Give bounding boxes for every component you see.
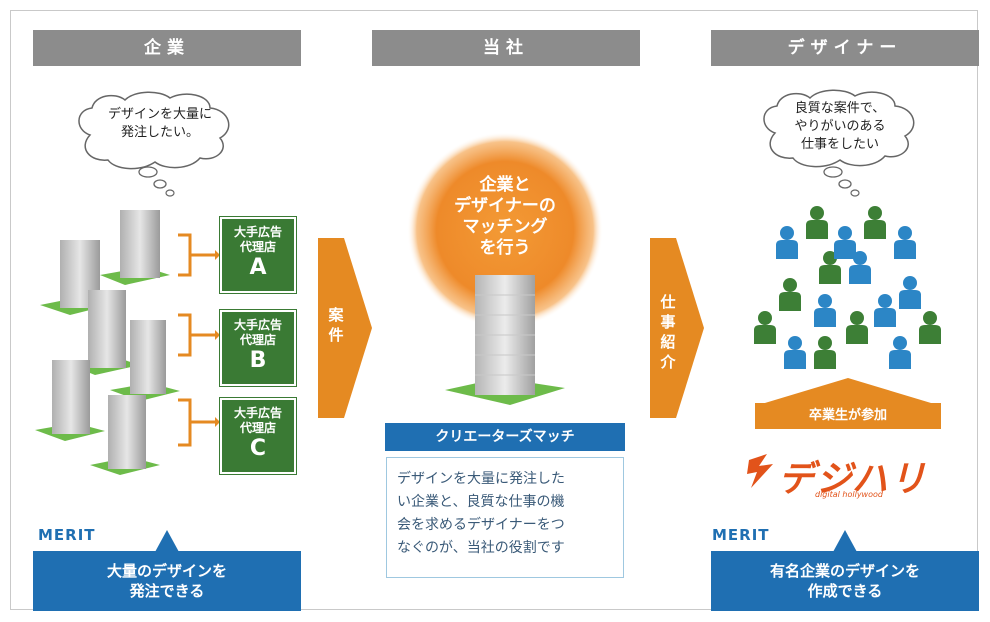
designer-thought-bubble xyxy=(763,89,915,197)
project-arrow-label: 案 件 xyxy=(326,305,346,345)
agency-b: 大手広告 代理店 B xyxy=(219,309,297,387)
project-arrow xyxy=(318,238,372,418)
person-icon xyxy=(834,226,856,259)
digital-hollywood-logo: デジハリ xyxy=(778,459,928,500)
person-icon xyxy=(894,226,916,259)
merit-left-line-1: 大量のデザインを xyxy=(106,562,227,580)
graduates-arrow xyxy=(755,378,941,406)
matching-circle-text: 企業と デザイナーの マッチング を行う xyxy=(440,175,570,259)
job-arrow-char-3: 紹 xyxy=(660,333,676,351)
agency-a-letter: A xyxy=(249,255,267,280)
digital-hollywood-logo-sub: digital hollywood xyxy=(815,490,883,499)
circle-line-1: 企業と xyxy=(479,175,531,195)
circle-line-3: マッチング xyxy=(462,217,548,237)
designer-header: デザイナー xyxy=(711,30,979,66)
company-thought-bubble xyxy=(78,91,230,197)
building-3 xyxy=(70,290,140,375)
desc-line-2: い企業と、良質な仕事の機 xyxy=(397,494,565,510)
job-arrow-label: 仕 事 紹 介 xyxy=(658,292,678,372)
person-icon xyxy=(806,206,828,239)
designers-group xyxy=(754,206,941,369)
merit-label-right: MERIT xyxy=(712,526,770,544)
agency-brackets xyxy=(178,233,220,447)
merit-pointer-right xyxy=(833,530,857,552)
company-bubble-line-1: デザインを大量に xyxy=(107,107,212,122)
merit-left-line-2: 発注できる xyxy=(129,582,205,600)
desc-line-1: デザインを大量に発注した xyxy=(397,471,565,487)
designer-bubble-line-3: 仕事をしたい xyxy=(800,137,879,152)
merit-right-line-2: 作成できる xyxy=(807,582,883,600)
our-company-building xyxy=(445,275,565,405)
company-header: 企業 xyxy=(33,30,301,66)
digital-hollywood-logo-mark xyxy=(747,454,773,488)
creators-match-bar: クリエーターズマッチ xyxy=(385,423,625,451)
job-arrow xyxy=(650,238,704,418)
company-bubble-line-2: 発注したい。 xyxy=(120,125,199,140)
company-bubble-text: デザインを大量に 発注したい。 xyxy=(90,106,230,142)
designer-bubble-line-1: 良質な案件で、 xyxy=(794,101,886,116)
merit-label-left: MERIT xyxy=(38,526,96,544)
person-icon xyxy=(784,336,806,369)
person-icon xyxy=(846,311,868,344)
person-icon xyxy=(776,226,798,259)
role-description: デザインを大量に発注した い企業と、良質な仕事の機 会を求めるデザイナーをつ な… xyxy=(386,457,624,578)
company-buildings xyxy=(35,210,180,475)
agency-a-line1: 大手広告 xyxy=(233,225,282,239)
agency-c-letter: C xyxy=(249,436,267,461)
agency-a-line2: 代理店 xyxy=(239,240,276,254)
merit-box-right: 有名企業のデザインを 作成できる xyxy=(711,551,979,611)
merit-pointer-left xyxy=(155,530,179,552)
person-icon xyxy=(779,278,801,311)
person-icon xyxy=(919,311,941,344)
merit-box-left: 大量のデザインを 発注できる xyxy=(33,551,301,611)
merit-right-line-1: 有名企業のデザインを xyxy=(769,562,920,580)
desc-line-4: なぐのが、当社の役割です xyxy=(397,540,565,556)
circle-line-2: デザイナーの xyxy=(454,196,556,216)
person-icon xyxy=(874,294,896,327)
building-4 xyxy=(110,320,180,401)
agency-b-line2: 代理店 xyxy=(239,333,276,347)
person-icon xyxy=(754,311,776,344)
circle-line-4: を行う xyxy=(479,238,531,258)
person-icon xyxy=(889,336,911,369)
job-arrow-char-1: 仕 xyxy=(660,293,676,311)
agency-a: 大手広告 代理店 A xyxy=(219,216,297,294)
job-arrow-char-2: 事 xyxy=(660,313,676,331)
agency-c-line1: 大手広告 xyxy=(233,406,282,420)
person-icon xyxy=(814,336,836,369)
building-5 xyxy=(35,360,105,441)
matching-circle xyxy=(407,132,603,328)
project-arrow-char-1: 案 xyxy=(328,306,344,324)
building-6 xyxy=(90,395,160,475)
project-arrow-char-2: 件 xyxy=(328,326,344,344)
person-icon xyxy=(864,206,886,239)
designer-bubble-line-2: やりがいのある xyxy=(794,119,886,134)
agency-b-letter: B xyxy=(249,348,267,373)
agency-c-line2: 代理店 xyxy=(239,421,276,435)
graduates-label: 卒業生が参加 xyxy=(755,403,941,429)
person-icon xyxy=(814,294,836,327)
person-icon xyxy=(899,276,921,309)
building-2 xyxy=(100,210,170,285)
desc-line-3: 会を求めるデザイナーをつ xyxy=(397,517,565,533)
job-arrow-char-4: 介 xyxy=(660,353,676,371)
designer-bubble-text: 良質な案件で、 やりがいのある 仕事をしたい xyxy=(770,100,910,154)
agency-b-line1: 大手広告 xyxy=(233,318,282,332)
agency-c: 大手広告 代理店 C xyxy=(219,397,297,475)
us-header: 当社 xyxy=(372,30,640,66)
diagram-frame xyxy=(10,10,978,610)
